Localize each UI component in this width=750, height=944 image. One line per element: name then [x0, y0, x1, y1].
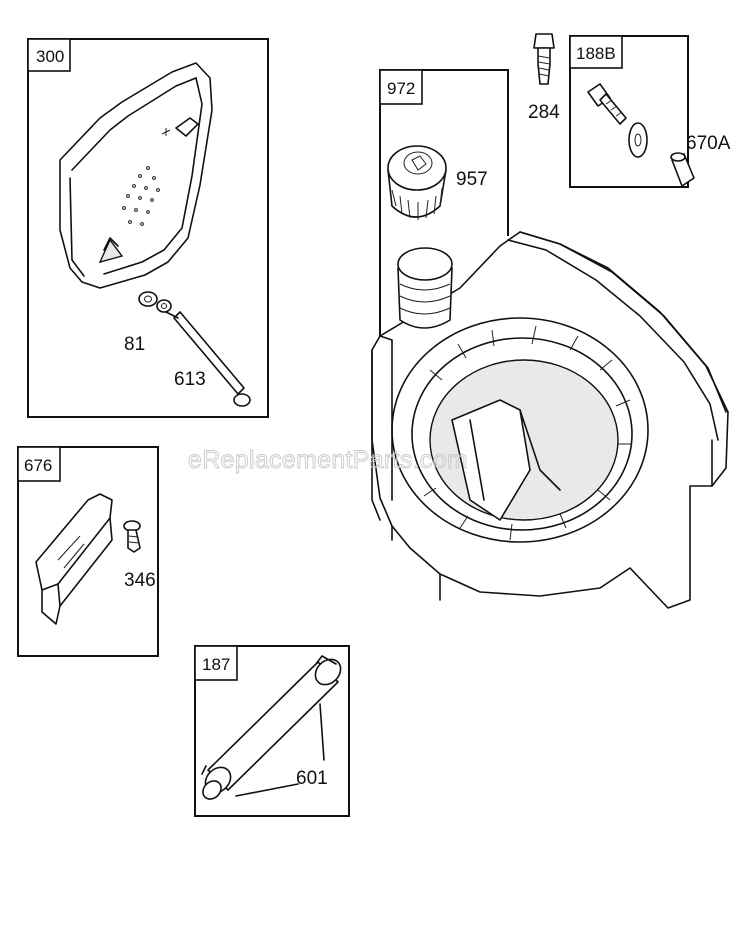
group-188B: 188B: [569, 35, 689, 188]
callout-346: 346: [124, 570, 156, 591]
group-188B-frame: [569, 35, 689, 188]
bolt-284-drawing: [533, 33, 555, 85]
callout-670A: 670A: [686, 133, 731, 154]
guard-bracket-drawing: [35, 493, 113, 625]
group-972-tag-box: [379, 69, 423, 105]
group-676-tag-box: [17, 446, 61, 482]
group-300-tag-box: [27, 38, 71, 72]
group-676-label: 676: [24, 456, 52, 475]
group-300-frame: [27, 38, 269, 418]
group-300-label: 300: [36, 47, 64, 66]
group-676-frame: [17, 446, 159, 657]
group-972-frame: [379, 69, 509, 340]
fuel-cap-957-drawing: [387, 145, 447, 220]
group-676: 676 346: [17, 446, 159, 657]
callout-957: 957: [456, 169, 488, 190]
group-187-frame: [194, 645, 350, 817]
hose-drawing: [201, 655, 342, 800]
spacer-670A-drawing: [670, 152, 695, 187]
group-187-tag-box: [194, 645, 238, 681]
watermark: eReplacementParts.com: [188, 446, 468, 474]
group-187-label: 187: [202, 655, 230, 674]
screw-346-drawing: [123, 520, 141, 553]
bolt-613-drawing: [165, 311, 251, 407]
blower-housing-drawing: [371, 231, 729, 609]
muffler-guard-drawing: [59, 62, 213, 289]
callout-601: 601: [296, 768, 328, 789]
washer-81-drawing: [138, 291, 172, 313]
callout-81: 81: [124, 334, 145, 355]
group-188B-label: 188B: [576, 44, 616, 63]
group-972: 972 957: [371, 69, 729, 609]
group-972-label: 972: [387, 79, 415, 98]
leader-601: [235, 703, 325, 797]
callout-284: 284: [528, 102, 560, 123]
group-187: 187 601: [194, 645, 350, 817]
callout-613: 613: [174, 369, 206, 390]
group-300: 300: [27, 38, 269, 418]
group-188B-tag-box: [569, 35, 623, 69]
shoulder-bolt-drawing: [587, 83, 648, 158]
